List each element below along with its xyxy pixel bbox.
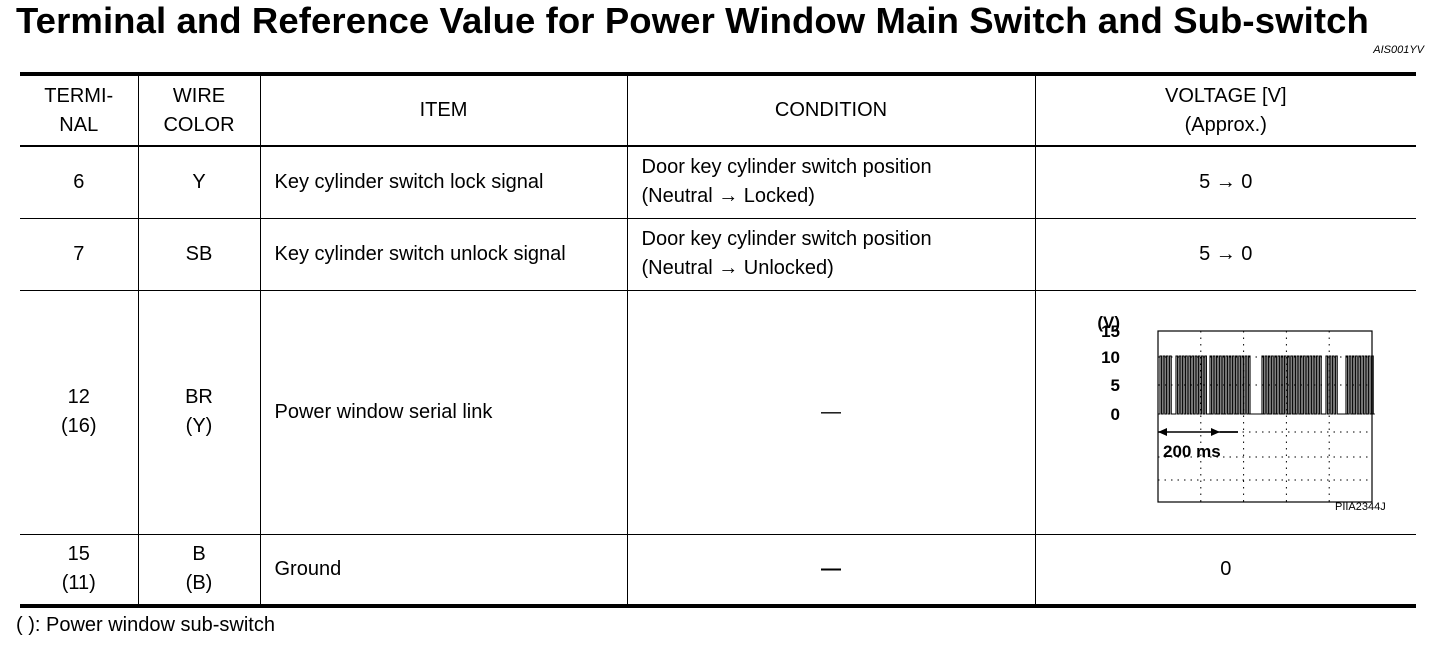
header-wire-line2: COLOR [163,113,235,136]
item-cell: Ground [259,534,628,607]
wire-color-cell: BR (Y) [137,290,261,535]
y-axis-label-15: 15 [1101,322,1120,341]
wire-main: BR [185,386,213,408]
condition-line2: (Neutral → Unlocked) [641,257,834,279]
condition-line1: Door key cylinder switch position [641,228,932,250]
terminal-main: 12 [67,386,90,408]
table-row: 12 (16) BR (Y) Power window serial link … [20,290,1416,535]
terminal-sub: (16) [60,415,97,437]
condition-line1: Door key cylinder switch position [641,156,932,179]
wire-color-cell: SB [137,218,261,291]
table-row: 7 SB Key cylinder switch unlock signal D… [20,218,1416,291]
scope-frame [1157,330,1373,503]
header-voltage-line2: (Approx.) [1184,113,1267,136]
time-scale-label: 200 ms [1163,442,1221,461]
table-row: 15 (11) B (B) Ground — 0 [20,534,1416,607]
condition-dash: — [821,557,841,580]
header-wire-color: WIRE COLOR [137,74,261,147]
terminal-cell: 6 [20,146,139,219]
waveform-unit-label: (V) [1097,313,1120,332]
condition-cell: — [626,290,1036,535]
header-voltage-line1: VOLTAGE [V] [1164,84,1287,107]
item-cell: Power window serial link [259,290,628,535]
figure-code: PIIA2344J [1334,501,1386,513]
terminal-sub: (11) [61,572,96,595]
time-scale-arrow-left [1157,428,1167,436]
item-cell: Key cylinder switch lock signal [259,146,628,219]
header-terminal-line1: TERMI- [44,84,114,107]
time-scale-arrow-right [1210,428,1220,436]
condition-cell: Door key cylinder switch position (Neutr… [626,218,1036,291]
y-axis-label-10: 10 [1101,348,1120,367]
wire-main: B [192,543,206,566]
voltage-cell: 5 → 0 [1034,146,1416,219]
wire-sub: (Y) [185,415,213,437]
condition-cell: — [626,534,1036,607]
table-row: 6 Y Key cylinder switch lock signal Door… [20,146,1416,219]
header-condition: CONDITION [626,74,1036,147]
header-wire-line1: WIRE [172,84,226,107]
terminal-cell: 12 (16) [20,290,139,535]
y-axis-label-0: 0 [1110,405,1119,424]
terminal-reference-table: TERMI- NAL WIRE COLOR ITEM CONDITION VOL… [20,72,1416,608]
document-code: AIS001YV [1373,44,1424,56]
waveform-figure: (V) 15 10 5 0 200 ms [1097,313,1375,503]
condition-dash: — [821,400,841,423]
header-terminal: TERMI- NAL [20,74,139,147]
wire-sub: (B) [185,572,213,595]
voltage-cell: (V) 15 10 5 0 200 ms PIIA2344J [1034,290,1416,535]
terminal-cell: 7 [20,218,139,291]
voltage-cell: 0 [1034,534,1416,607]
header-item: ITEM [259,74,628,147]
table-header-row: TERMI- NAL WIRE COLOR ITEM CONDITION VOL… [20,74,1416,147]
y-axis-label-5: 5 [1110,376,1119,395]
footnote: ( ): Power window sub-switch [16,614,275,636]
header-voltage: VOLTAGE [V] (Approx.) [1034,74,1416,147]
condition-line2: (Neutral → Locked) [641,185,815,208]
wire-color-cell: B (B) [137,534,261,607]
item-cell: Key cylinder switch unlock signal [259,218,628,291]
wire-color-cell: Y [137,146,261,219]
voltage-cell: 5 → 0 [1034,218,1416,291]
page-title: Terminal and Reference Value for Power W… [16,0,1369,41]
condition-cell: Door key cylinder switch position (Neutr… [626,146,1036,219]
serial-pulse-trace [1157,355,1375,415]
terminal-main: 15 [67,543,90,566]
header-terminal-line2: NAL [59,113,99,136]
terminal-cell: 15 (11) [20,534,139,607]
serial-link-waveform: (V) 15 10 5 0 200 ms PIIA2344J [1066,302,1386,522]
